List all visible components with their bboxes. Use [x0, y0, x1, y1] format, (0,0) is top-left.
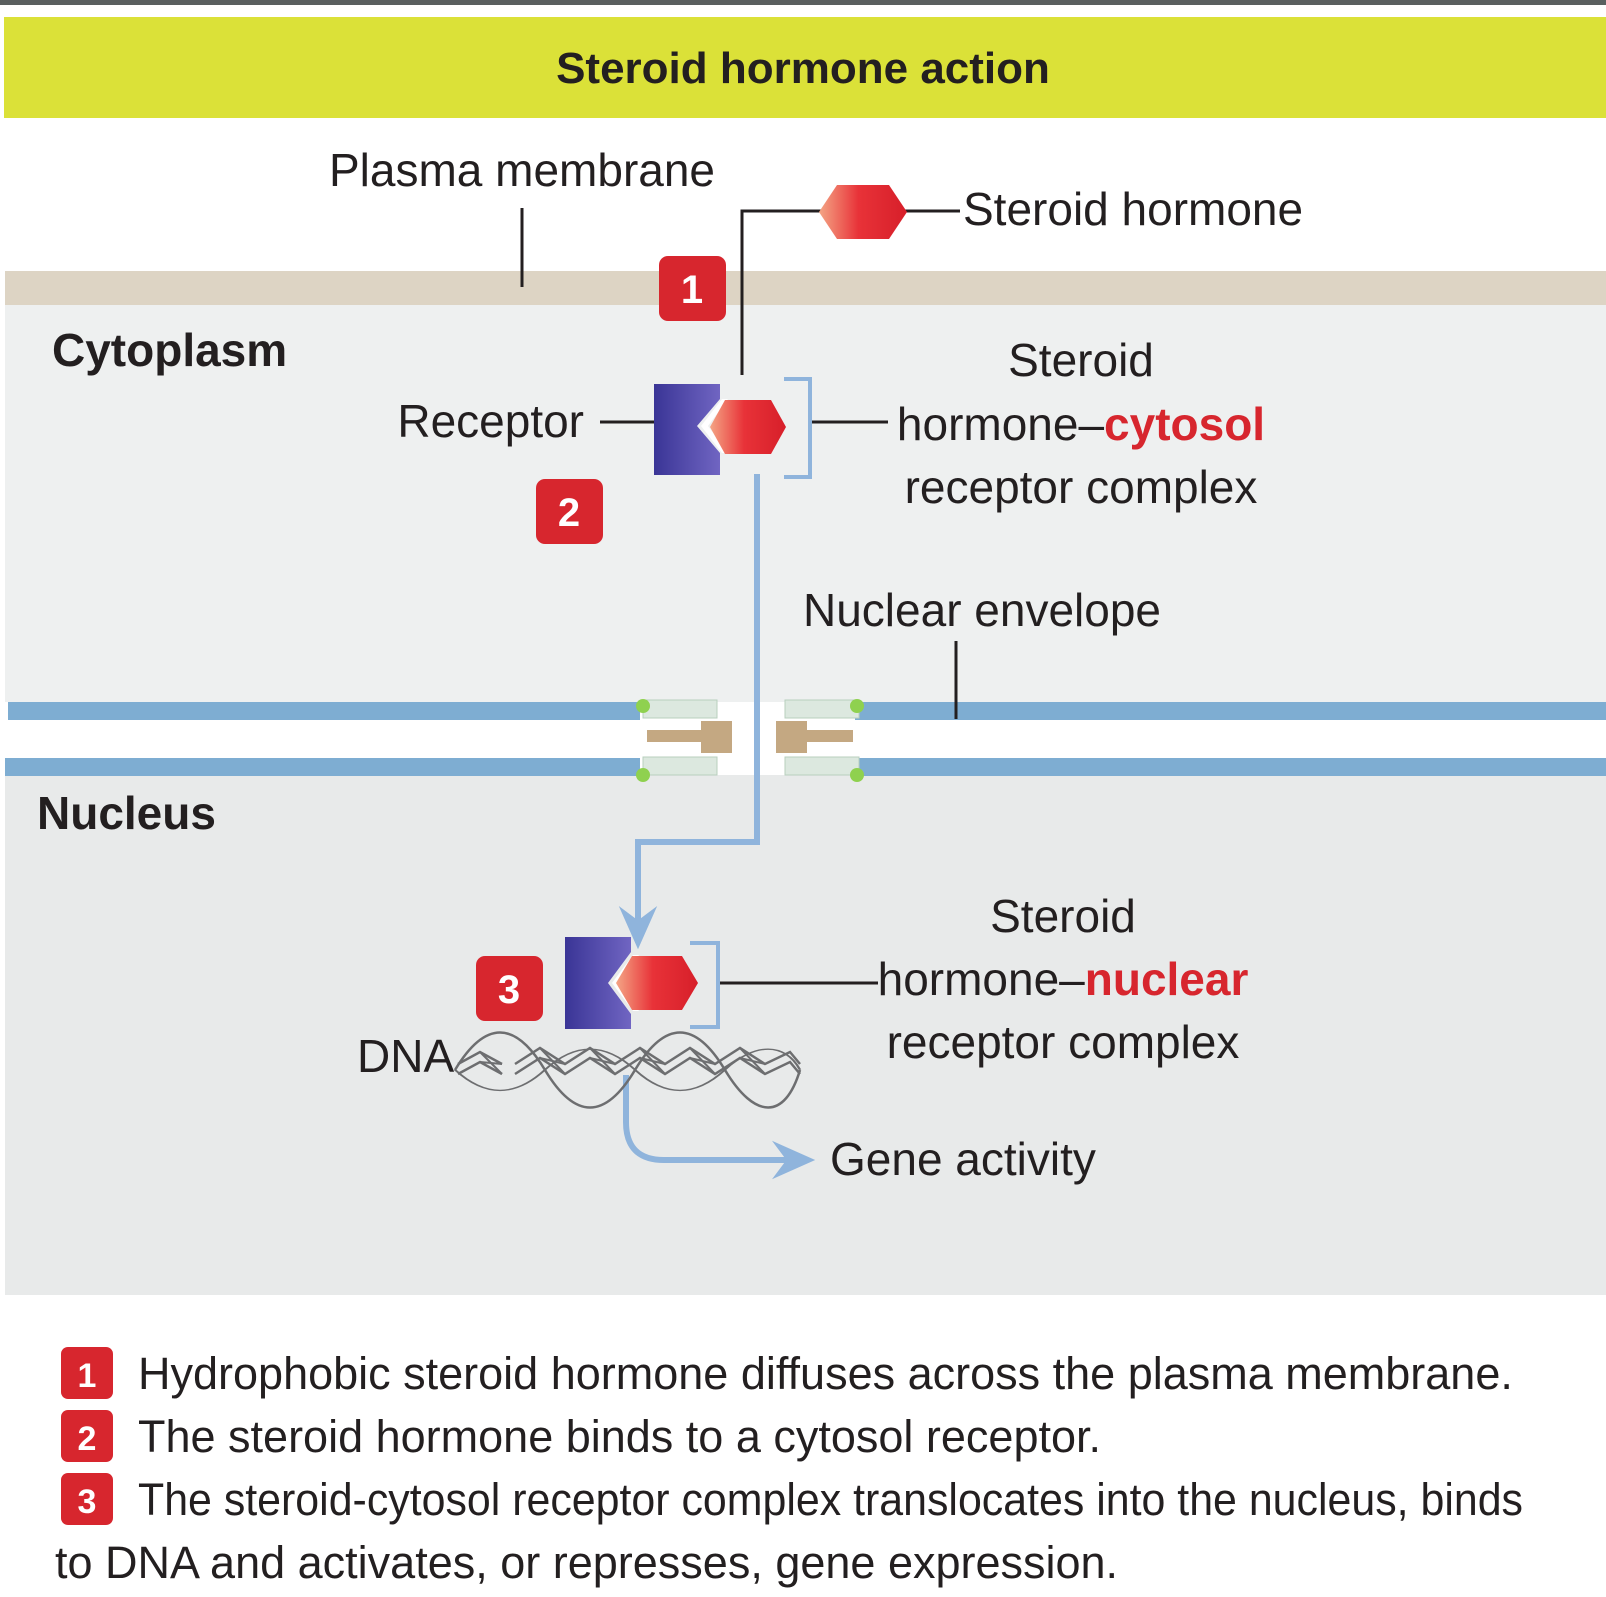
svg-text:The steroid-cytosol receptor c: The steroid-cytosol receptor complex tra…: [138, 1474, 1523, 1525]
dna-helix: [453, 1031, 802, 1109]
badge-1: 1: [659, 256, 726, 321]
caption-step-2: 2 The steroid hormone binds to a cytosol…: [61, 1410, 1101, 1462]
nuclear-envelope-label: Nuclear envelope: [803, 584, 1161, 636]
svg-text:to DNA and activates, or repre: to DNA and activates, or represses, gene…: [55, 1537, 1118, 1588]
cytosol-receptor-complex: [654, 377, 812, 479]
nuclear-envelope: [5, 702, 1606, 776]
nuclear-pore: [636, 699, 864, 782]
nucleus-region: [5, 775, 1606, 1295]
steroid-hormone-label: Steroid hormone: [963, 183, 1303, 235]
svg-text:hormone–nuclear: hormone–nuclear: [878, 953, 1249, 1005]
svg-text:2: 2: [558, 491, 580, 535]
diagram-title: Steroid hormone action: [556, 44, 1050, 93]
translocation-arrow: [618, 474, 760, 950]
svg-text:2: 2: [78, 1420, 97, 1458]
receptor-label: Receptor: [397, 395, 584, 447]
nuclear-receptor-complex: [565, 937, 720, 1029]
nuclear-complex-label: Steroid hormone–nuclear receptor complex: [878, 890, 1249, 1068]
svg-text:hormone–cytosol: hormone–cytosol: [897, 398, 1265, 450]
gene-activity-arrow: [623, 1075, 816, 1180]
hormone-path-line: [740, 209, 823, 375]
nucleus-label: Nucleus: [37, 787, 216, 839]
svg-text:The steroid hormone binds to a: The steroid hormone binds to a cytosol r…: [138, 1411, 1101, 1462]
svg-text:3: 3: [498, 968, 520, 1012]
caption-step-1: 1 Hydrophobic steroid hormone diffuses a…: [61, 1347, 1513, 1399]
badge-2: 2: [536, 479, 603, 544]
top-border: [0, 0, 1606, 5]
svg-text:receptor complex: receptor complex: [887, 1016, 1240, 1068]
cytosol-complex-label: Steroid hormone–cytosol receptor complex: [897, 334, 1265, 513]
dna-label: DNA: [357, 1030, 454, 1082]
plasma-membrane-label: Plasma membrane: [329, 144, 715, 196]
badge-3: 3: [476, 956, 543, 1021]
cytoplasm-label: Cytoplasm: [52, 324, 287, 376]
caption-step-3: 3 The steroid-cytosol receptor complex t…: [55, 1473, 1523, 1588]
svg-text:Steroid: Steroid: [990, 890, 1136, 942]
svg-text:Hydrophobic steroid hormone di: Hydrophobic steroid hormone diffuses acr…: [138, 1348, 1513, 1399]
plasma-membrane: [5, 271, 1606, 305]
svg-text:1: 1: [681, 268, 703, 312]
steroid-hormone-molecule: [819, 185, 907, 239]
svg-text:receptor complex: receptor complex: [905, 461, 1258, 513]
svg-text:1: 1: [78, 1357, 97, 1395]
svg-text:3: 3: [78, 1483, 97, 1521]
title-bar: [4, 17, 1606, 118]
cytoplasm-region: [5, 302, 1606, 702]
svg-text:Steroid: Steroid: [1008, 334, 1154, 386]
gene-activity-label: Gene activity: [830, 1133, 1096, 1185]
